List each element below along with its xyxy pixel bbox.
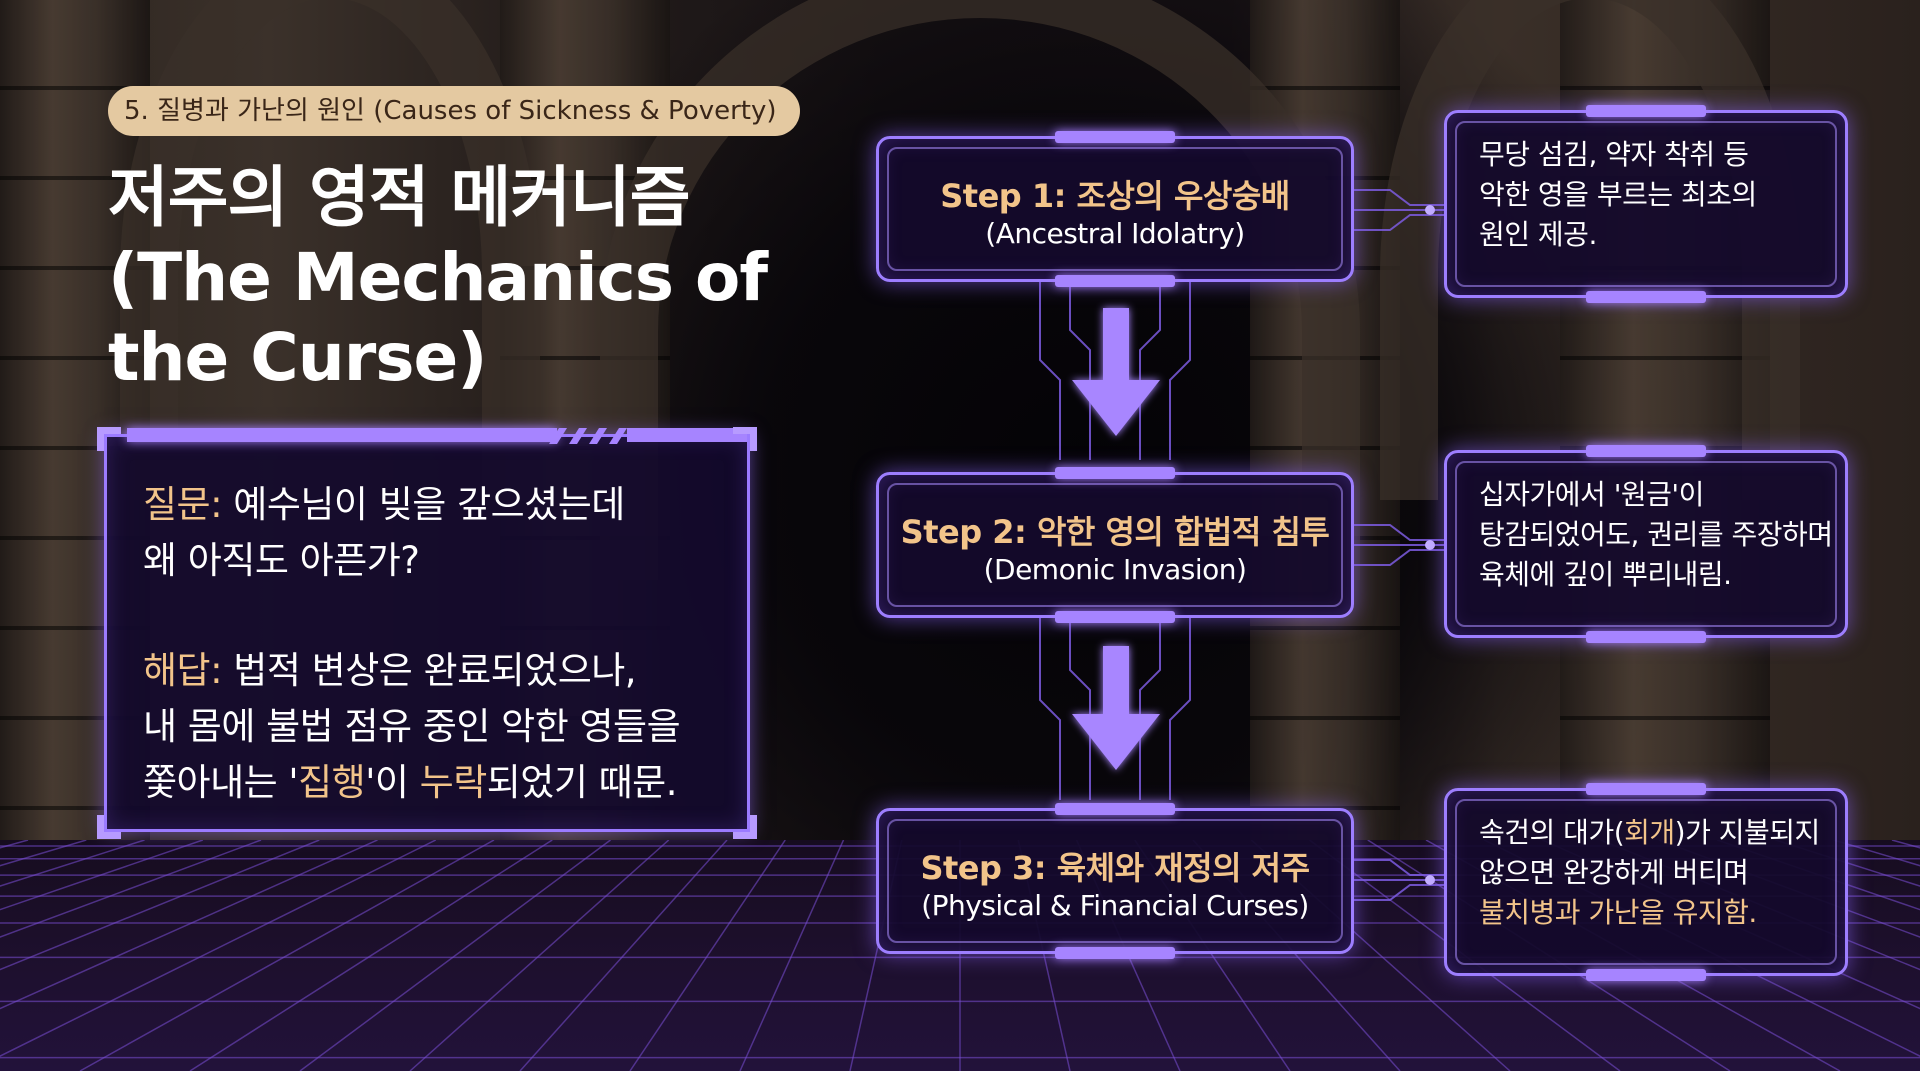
description-line: 불치병과 가난을 유지함.	[1479, 896, 1757, 929]
panel-corner	[733, 427, 757, 451]
step-box-3: Step 3: 육체와 재정의 저주 (Physical & Financial…	[876, 803, 1354, 959]
qa-text: 질문: 예수님이 빚을 갚으셨는데 왜 아직도 아픈가? 해답: 법적 변상은 …	[143, 477, 733, 811]
section-tag: 5. 질병과 가난의 원인 (Causes of Sickness & Pove…	[108, 86, 800, 136]
panel-corner	[733, 815, 757, 839]
answer-text: 쫓아내는 '	[143, 761, 299, 804]
description-line: 속건의 대가(회개)가 지불되지	[1479, 813, 1831, 853]
question-line: 왜 아직도 아픈가?	[143, 539, 420, 582]
panel-rail	[627, 428, 747, 442]
title-line: the Curse)	[108, 319, 487, 396]
step-description-3: 속건의 대가(회개)가 지불되지 않으면 완강하게 버티며 불치병과 가난을 유…	[1444, 783, 1848, 981]
title-line: (The Mechanics of	[108, 239, 768, 316]
description-line: 십자가에서 '원금'이	[1479, 478, 1704, 511]
step-description-2: 십자가에서 '원금'이 탕감되었어도, 권리를 주장하며 육체에 깊이 뿌리내림…	[1444, 445, 1848, 643]
answer-line: 해답: 법적 변상은 완료되었으나,	[143, 643, 733, 699]
question-text: 예수님이 빚을 갚으셨는데	[222, 483, 625, 526]
answer-line: 쫓아내는 '집행'이 누락되었기 때문.	[143, 755, 733, 811]
step-box-2: Step 2: 악한 영의 합법적 침투 (Demonic Invasion)	[876, 467, 1354, 623]
panel-rail	[127, 428, 557, 442]
qa-panel: 질문: 예수님이 빚을 갚으셨는데 왜 아직도 아픈가? 해답: 법적 변상은 …	[97, 427, 757, 839]
step-description-1: 무당 섬김, 약자 착취 등 악한 영을 부르는 최초의 원인 제공.	[1444, 105, 1848, 303]
panel-stripes	[549, 428, 627, 444]
answer-text: 되었기 때문.	[486, 761, 678, 804]
step-subtitle: (Physical & Financial Curses)	[921, 889, 1309, 922]
answer-label: 해답:	[143, 649, 223, 692]
description-text: 무당 섬김, 약자 착취 등 악한 영을 부르는 최초의 원인 제공.	[1479, 135, 1831, 255]
step-title: Step 1: 조상의 우상숭배	[940, 177, 1290, 215]
description-line: 무당 섬김, 약자 착취 등	[1479, 138, 1749, 171]
step-title: Step 2: 악한 영의 합법적 침투	[900, 513, 1330, 551]
description-text: 십자가에서 '원금'이 탕감되었어도, 권리를 주장하며 육체에 깊이 뿌리내림…	[1479, 475, 1833, 595]
highlight-execution: 집행	[298, 761, 366, 804]
description-text-part: )가 지불되지	[1674, 816, 1821, 849]
description-line: 않으면 완강하게 버티며	[1479, 856, 1749, 889]
panel-corner	[97, 427, 121, 451]
answer-text: '이	[365, 761, 420, 804]
page-title: 저주의 영적 메커니즘 (The Mechanics of the Curse)	[108, 158, 768, 398]
description-text-part: 속건의 대가(	[1479, 816, 1625, 849]
description-line: 악한 영을 부르는 최초의	[1479, 178, 1757, 211]
answer-text: 법적 변상은 완료되었으나,	[222, 649, 637, 692]
question-line: 질문: 예수님이 빚을 갚으셨는데	[143, 477, 733, 533]
step-box-1: Step 1: 조상의 우상숭배 (Ancestral Idolatry)	[876, 131, 1354, 287]
description-text: 속건의 대가(회개)가 지불되지 않으면 완강하게 버티며 불치병과 가난을 유…	[1479, 813, 1831, 933]
question-label: 질문:	[143, 483, 223, 526]
highlight-omission: 누락	[419, 761, 488, 804]
step-title: Step 3: 육체와 재정의 저주	[920, 849, 1310, 887]
panel-corner	[97, 815, 121, 839]
answer-line: 내 몸에 불법 점유 중인 악한 영들을	[143, 705, 681, 748]
description-line: 탕감되었어도, 권리를 주장하며	[1479, 518, 1833, 551]
description-line: 육체에 깊이 뿌리내림.	[1479, 558, 1732, 591]
step-subtitle: (Demonic Invasion)	[983, 553, 1247, 586]
step-subtitle: (Ancestral Idolatry)	[985, 217, 1245, 250]
title-line: 저주의 영적 메커니즘	[108, 159, 690, 236]
description-line: 원인 제공.	[1479, 218, 1597, 251]
highlight-repentance: 회개	[1624, 816, 1675, 849]
